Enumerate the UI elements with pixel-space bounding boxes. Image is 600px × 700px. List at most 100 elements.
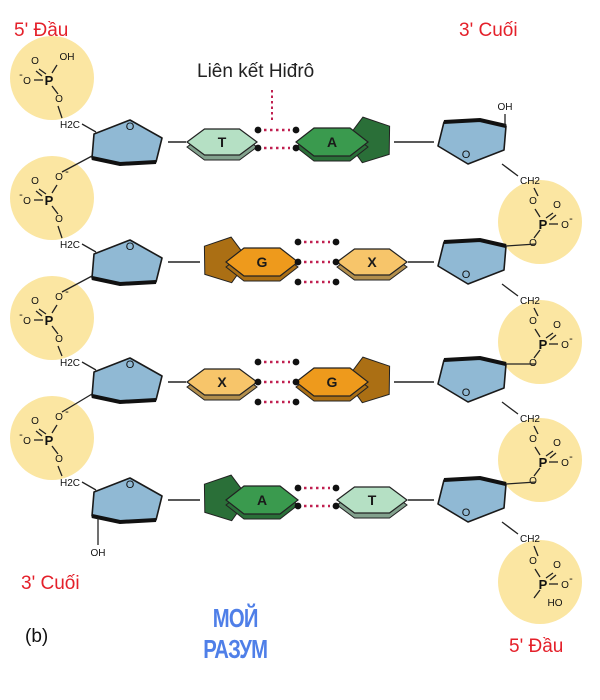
h-bond-atom-dot — [292, 378, 300, 386]
ester-oxygen-atom: O — [55, 94, 63, 105]
ring-oxygen-atom: O — [126, 479, 135, 491]
p-o-double-bond — [35, 190, 43, 197]
oxygen-atom: O — [561, 220, 569, 231]
sugar-ring-front-edge — [91, 276, 157, 287]
h-bond-atom-dot — [292, 398, 300, 406]
ester-oxygen-atom: O — [55, 334, 63, 345]
hydroxyl-group: OH — [60, 52, 75, 63]
oxygen-atom: O — [553, 560, 561, 571]
oxygen-atom: O — [55, 412, 63, 423]
ring-oxygen-atom: O — [462, 149, 471, 161]
strand-left-3prime-label: 3' Cuối — [21, 573, 80, 594]
sugar-ch2-bond — [501, 521, 519, 535]
ch2-group: CH2 — [520, 534, 540, 545]
strand-left-5prime-label: 5' Đầu — [14, 20, 69, 41]
purine-base-ring — [295, 127, 369, 157]
sugar-phosphate-bond — [505, 243, 537, 247]
h-bond-atom-dot — [292, 358, 300, 366]
negative-charge: - — [65, 286, 69, 298]
h-bond-atom-dot — [332, 484, 340, 492]
pyrimidine-base-ring — [335, 248, 409, 276]
oxygen-atom: O — [561, 580, 569, 591]
negative-charge: - — [19, 69, 23, 81]
oxygen-atom: O — [31, 176, 39, 187]
sugar-ring-front-edge — [91, 514, 157, 525]
ester-oxygen-atom: O — [55, 454, 63, 465]
purine-base-ring — [295, 367, 369, 397]
sugar-ch2-bond — [501, 283, 519, 297]
purine-base-ring — [225, 485, 299, 515]
pentose-sugar-ring — [437, 239, 507, 285]
sugar-ring-front-edge — [91, 156, 157, 167]
oxygen-atom: O — [23, 196, 31, 207]
negative-charge: - — [569, 451, 573, 463]
oxygen-atom: O — [31, 416, 39, 427]
p-o-double-bond — [549, 574, 557, 581]
pentose-sugar-ring — [437, 477, 507, 523]
p-o-bond — [533, 589, 541, 599]
negative-charge: - — [19, 429, 23, 441]
ring-oxygen-atom: O — [126, 241, 135, 253]
h-bond-atom-dot — [254, 378, 262, 386]
oxygen-atom: O — [529, 434, 537, 445]
phosphate-sugar-bond — [57, 465, 63, 477]
base-letter-A: A — [327, 134, 337, 150]
negative-charge: - — [569, 333, 573, 345]
oxygen-atom: O — [561, 458, 569, 469]
h-bond-atom-dot — [332, 278, 340, 286]
ring-oxygen-atom: O — [462, 387, 471, 399]
base-letter-T: T — [368, 492, 377, 508]
oxygen-atom: O — [23, 316, 31, 327]
sugar-ch2-bond — [501, 401, 519, 415]
p-o-double-bond — [549, 334, 557, 341]
sugar-ch2-bond — [501, 163, 519, 177]
oxygen-atom: O — [553, 438, 561, 449]
oxygen-atom: O — [23, 436, 31, 447]
h2c-group: H2C — [60, 358, 80, 369]
sugar-ring-front-edge — [91, 394, 157, 405]
p-o-bond — [533, 349, 541, 359]
sugar-phosphate-bond — [505, 481, 537, 485]
ch2-group: CH2 — [520, 414, 540, 425]
phosphorus-atom: P — [45, 433, 54, 448]
p-o-double-bond — [549, 452, 557, 459]
pentose-sugar-ring — [437, 357, 507, 403]
ring-oxygen-atom: O — [126, 359, 135, 371]
phosphorus-atom: P — [45, 313, 54, 328]
h-bond-atom-dot — [332, 258, 340, 266]
h-bond-atom-dot — [294, 258, 302, 266]
ch2-group: CH2 — [520, 176, 540, 187]
negative-charge: - — [65, 406, 69, 418]
phosphate-circle — [498, 540, 582, 624]
phosphate-circle — [498, 180, 582, 264]
ester-oxygen-atom: O — [529, 238, 537, 249]
pyrimidine-base-ring — [185, 128, 259, 156]
p-o-bond — [51, 445, 59, 455]
sugar-ch2-bond — [81, 123, 97, 133]
strand-right-3prime-label: 3' Cuối — [459, 20, 518, 41]
ch2-phosphate-bond — [533, 545, 539, 557]
base-letter-G: G — [327, 374, 338, 390]
phosphorus-atom: P — [539, 217, 548, 232]
phosphate-circle — [10, 276, 94, 360]
negative-charge: - — [65, 166, 69, 178]
p-o-bond — [51, 184, 58, 194]
p-o-double-bond — [35, 70, 43, 77]
sugar-phosphate-bond — [61, 275, 93, 293]
p-o-bond — [51, 325, 59, 335]
pyrimidine-base-ring — [335, 486, 409, 514]
oxygen-atom: O — [529, 196, 537, 207]
p-o-double-bond — [38, 308, 47, 315]
p-o-double-bond — [35, 310, 43, 317]
h-bond-atom-dot — [332, 502, 340, 510]
ch2-phosphate-bond — [533, 187, 539, 197]
oxygen-atom: O — [561, 340, 569, 351]
phosphate-circle — [10, 156, 94, 240]
phosphorus-atom: P — [539, 577, 548, 592]
p-o-bond — [533, 229, 541, 239]
p-o-bond — [51, 424, 58, 434]
h2c-group: H2C — [60, 120, 80, 131]
h-bond-atom-dot — [294, 238, 302, 246]
phosphate-circle — [498, 418, 582, 502]
